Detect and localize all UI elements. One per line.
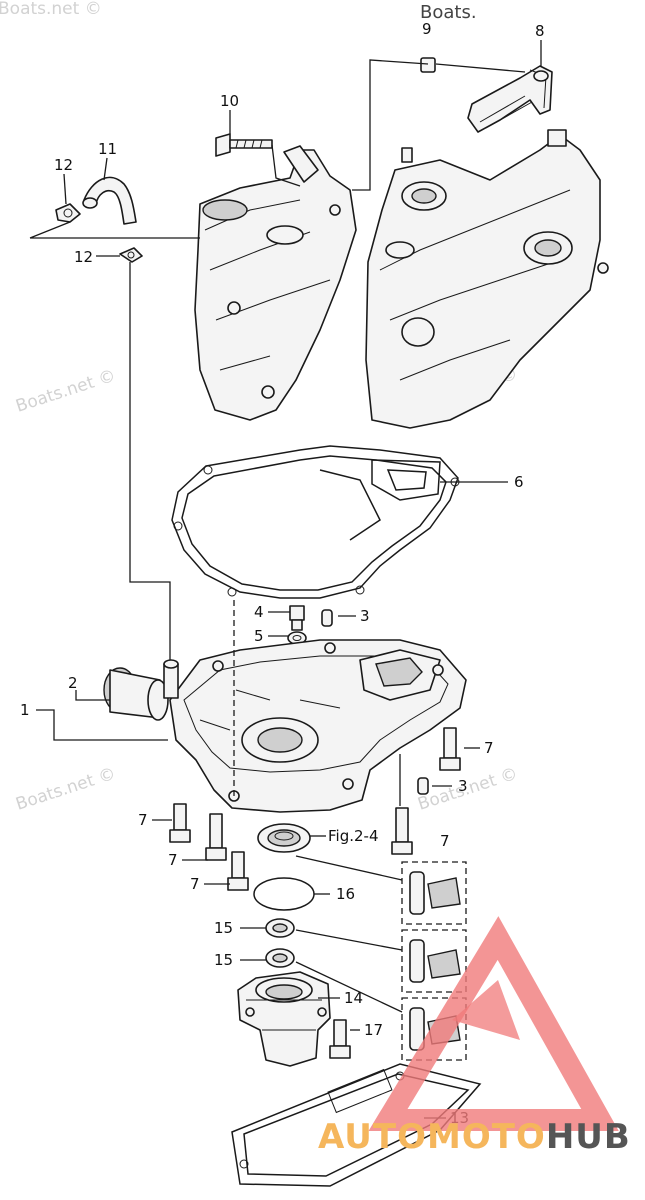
callout-10: 10 (220, 92, 239, 110)
watermark-top: Boats.net © (0, 0, 102, 19)
callout-14: 14 (344, 989, 363, 1007)
part-12-clip-upper (55, 203, 81, 223)
watermark-right-low: Boats.net © (415, 764, 520, 815)
callout-5: 5 (254, 627, 264, 645)
watermark-left-mid: Boats.net © (13, 366, 118, 417)
callout-17: 17 (364, 1021, 383, 1039)
part-16-o-ring (253, 877, 315, 911)
part-3-dowel-lower (417, 777, 429, 795)
part-15-bearing-upper (265, 918, 295, 938)
callout-7-left-1: 7 (138, 811, 148, 829)
callout-6: 6 (514, 473, 524, 491)
part-12-clip-lower (119, 247, 143, 263)
brand-text-auto: AUTO (318, 1117, 427, 1157)
callout-3-lower: 3 (458, 777, 468, 795)
upper-cover-left (194, 145, 357, 421)
callout-9: 9 (422, 20, 432, 38)
brand-text-hub: HUB (546, 1117, 631, 1157)
oil-seal-fig-2-4 (257, 823, 311, 853)
part-7-bolt-right (439, 727, 461, 771)
leader-lines-upper (29, 40, 542, 660)
callout-4: 4 (254, 603, 264, 621)
brand-text-moto: MOTO (427, 1117, 546, 1157)
upper-cover-right (365, 129, 609, 429)
part-17-bolt (329, 1019, 351, 1059)
part-9-cap (420, 57, 436, 73)
callout-7-left-3: 7 (190, 875, 200, 893)
callout-16: 16 (336, 885, 355, 903)
callout-12-lower: 12 (74, 248, 93, 266)
callout-1: 1 (20, 701, 30, 719)
callout-7-left-2: 7 (168, 851, 178, 869)
watermark-top-right: Boats. (420, 2, 477, 23)
part-11-hose (82, 176, 137, 225)
part-8-bracket (467, 65, 553, 133)
callout-11: 11 (98, 140, 117, 158)
callout-15-lower: 15 (214, 951, 233, 969)
part-10-bolt (215, 133, 273, 157)
brand-logo: AUTOMOTOHUB (318, 916, 631, 1157)
part-7-bolt-left-2 (205, 813, 227, 861)
callout-fig-ref: Fig.2-4 (328, 827, 379, 845)
brand-triangle-icon (368, 916, 619, 1131)
callout-7-right: 7 (484, 739, 494, 757)
callout-15-upper: 15 (214, 919, 233, 937)
part-15-bearing-lower (265, 948, 295, 968)
part-7-bolt-center (391, 807, 413, 855)
part-2-grommet (103, 667, 169, 721)
part-7-bolt-left-1 (169, 803, 191, 843)
watermark-left-low: Boats.net © (13, 764, 118, 815)
callout-2: 2 (68, 674, 78, 692)
callout-7-center: 7 (440, 832, 450, 850)
brand-text: AUTOMOTOHUB (318, 1117, 631, 1157)
callout-12-upper: 12 (54, 156, 73, 174)
callout-8: 8 (535, 22, 545, 40)
callout-3-upper: 3 (360, 607, 370, 625)
part-6-gasket (171, 445, 460, 599)
part-14-housing (237, 971, 331, 1067)
part-1-exhaust-guide (163, 639, 467, 813)
part-4-screw (289, 605, 305, 631)
part-3-dowel-upper (321, 609, 333, 627)
callout-labels: 8 9 10 11 12 12 6 4 5 3 2 1 7 3 7 Fig.2-… (20, 20, 545, 1127)
part-7-bolt-left-3 (227, 851, 249, 891)
